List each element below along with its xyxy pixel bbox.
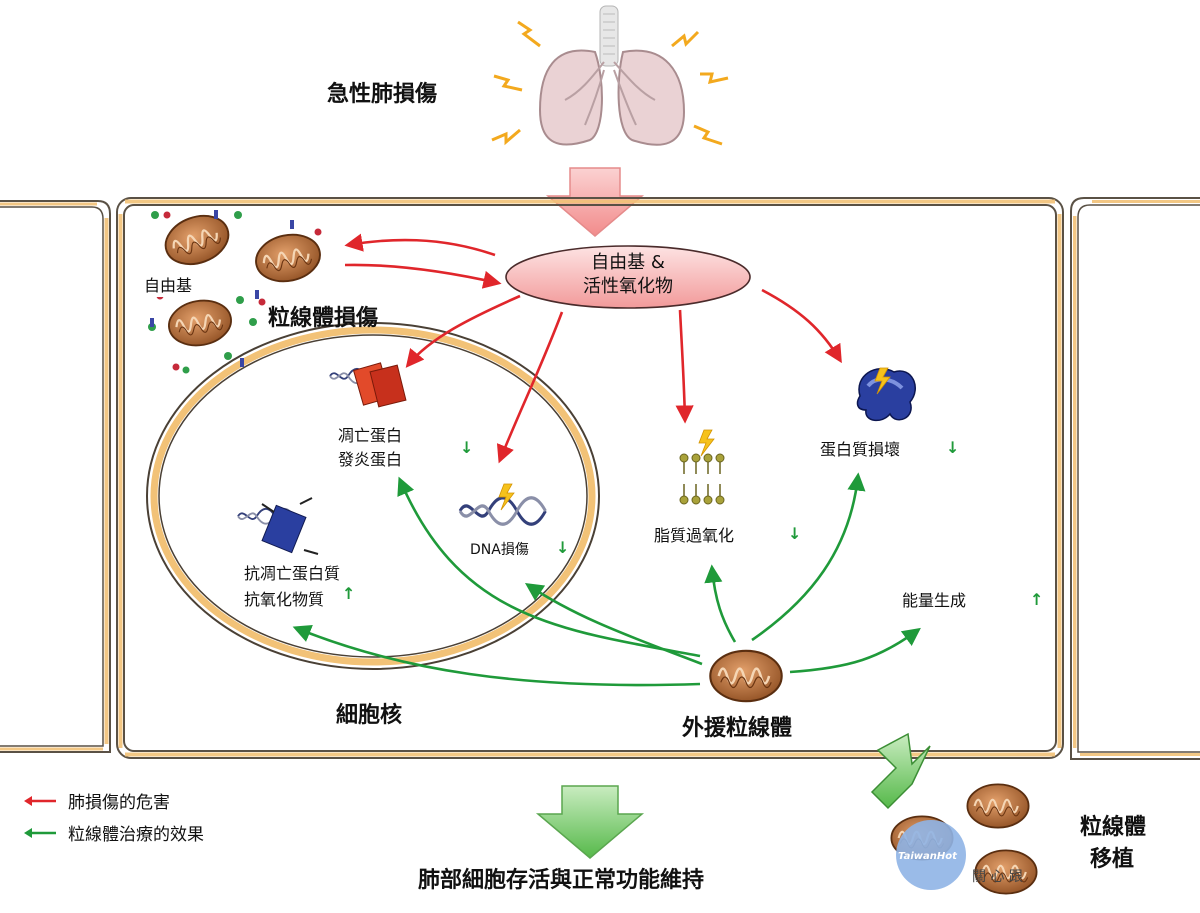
lightning-icon [491, 20, 729, 146]
dna-damage-label: DNA損傷 [470, 542, 529, 558]
therapy-arrows [292, 472, 921, 687]
harm-arrows [344, 233, 842, 464]
nucleus-membrane [146, 322, 600, 670]
mito-damage-label: 粒線體損傷 [268, 306, 379, 331]
exogenous-mitochondrion-icon [709, 649, 783, 703]
dna-damage-down-indicator: ↓ [556, 538, 570, 557]
nucleus-label: 細胞核 [336, 703, 403, 728]
watermark-logo-icon [896, 820, 966, 890]
lipid-peroxidation-down-indicator: ↓ [788, 524, 802, 543]
lipid-bilayer-icon [679, 429, 725, 505]
energy-generation-up-indicator: ↑ [1030, 590, 1044, 609]
legend-harm-label: 肺損傷的危害 [68, 793, 170, 813]
damaged-protein-icon [856, 367, 916, 422]
protein-damage-label: 蛋白質損壞 [820, 440, 901, 459]
watermark-sub-text: 關 心 跟 [972, 869, 1023, 885]
dna-icon [458, 483, 548, 526]
apoptotic-protein-label-1: 凋亡蛋白 [338, 426, 403, 445]
outcome-down-arrow [535, 785, 645, 859]
free-radical-label: 自由基 [144, 276, 193, 295]
cell-borders [0, 197, 1200, 760]
protein-damage-down-indicator: ↓ [946, 438, 960, 457]
red-arrow-icon [24, 795, 56, 806]
acute-lung-injury-label: 急性肺損傷 [327, 82, 438, 107]
anti-apoptotic-label-1: 抗凋亡蛋白質 [244, 564, 341, 583]
exogenous-mito-label: 外援粒線體 [682, 716, 793, 741]
legend-item-harm: 肺損傷的危害 [22, 788, 170, 813]
transplant-arrow [870, 732, 931, 810]
green-arrow-icon [24, 827, 56, 838]
energy-generation-label: 能量生成 [902, 591, 967, 610]
watermark-logo-text: TaiwanHot [898, 851, 957, 862]
anti-apoptotic-protein-icon [237, 497, 319, 555]
legend-therapy-label: 粒線體治療的效果 [68, 825, 204, 845]
apoptotic-protein-label-2: 發炎蛋白 [338, 450, 403, 469]
anti-apoptotic-up-indicator: ↑ [342, 584, 356, 603]
protein-icon [329, 362, 407, 408]
outcome-label: 肺部細胞存活與正常功能維持 [418, 868, 705, 893]
ros-label: 自由基 & 活性氧化物 [583, 252, 673, 297]
lipid-peroxidation-label: 脂質過氧化 [654, 526, 735, 545]
anti-apoptotic-label-2: 抗氧化物質 [244, 590, 325, 609]
legend-item-therapy: 粒線體治療的效果 [22, 820, 204, 845]
ros-ellipse [505, 245, 751, 309]
apoptotic-protein-down-indicator: ↓ [460, 438, 474, 457]
transplant-label-1: 粒線體 [1080, 815, 1147, 840]
free-radical-dots [148, 210, 322, 374]
lung-icon [538, 5, 686, 146]
transplant-label-2: 移植 [1090, 847, 1135, 872]
